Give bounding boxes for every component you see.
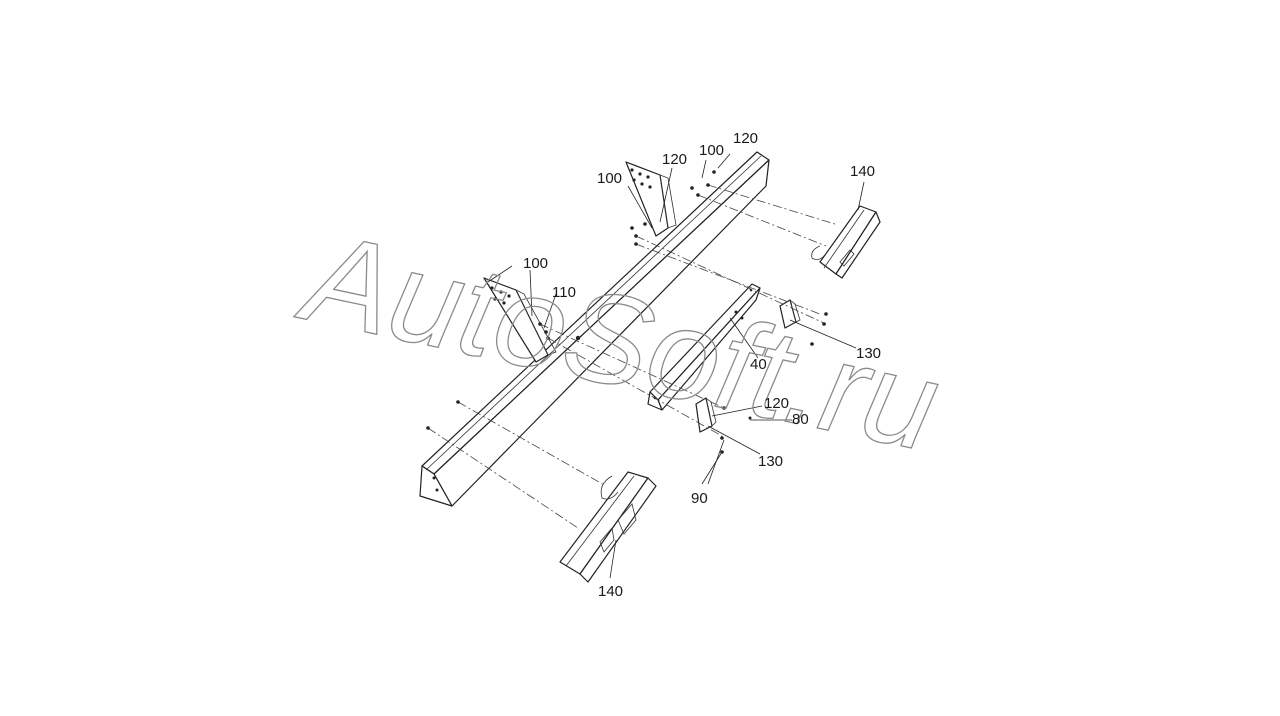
callout-120-mid: 120 xyxy=(662,151,687,168)
left-mounting-bracket xyxy=(483,277,557,363)
fasteners xyxy=(426,170,828,454)
right-lamp xyxy=(811,205,881,279)
main-crossbeam xyxy=(419,151,770,507)
callout-140-right: 140 xyxy=(850,163,875,180)
upper-mounting-bracket xyxy=(625,161,677,237)
callout-140-bottom: 140 xyxy=(598,583,623,600)
leader-lines xyxy=(487,153,865,579)
callout-130-low: 130 xyxy=(758,453,783,470)
callout-110: 110 xyxy=(552,284,576,301)
callout-100-mid: 100 xyxy=(597,170,622,187)
callout-90: 90 xyxy=(691,490,708,507)
callout-labels: 120 100 120 100 140 100 110 130 40 120 8… xyxy=(523,130,881,600)
callout-120-top: 120 xyxy=(733,130,758,147)
bottom-lamp xyxy=(559,471,657,583)
callout-40: 40 xyxy=(750,356,767,373)
secondary-bar xyxy=(647,283,761,411)
callout-80: 80 xyxy=(792,411,809,428)
callout-100-top: 100 xyxy=(699,142,724,159)
callout-120-low: 120 xyxy=(764,395,789,412)
assembly-lines xyxy=(427,184,839,529)
callout-100-left: 100 xyxy=(523,255,548,272)
callout-130-right: 130 xyxy=(856,345,881,362)
